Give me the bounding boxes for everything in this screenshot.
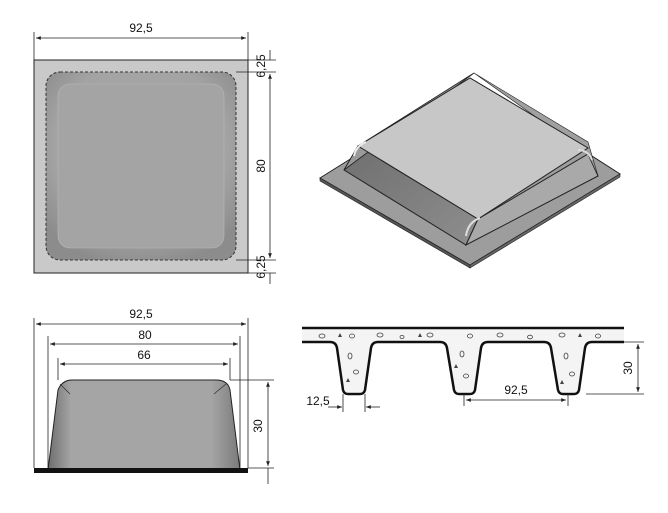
isometric-view [319, 72, 621, 269]
front-top-label: 66 [137, 348, 151, 362]
top-margin-top-label: 6,25 [254, 54, 268, 78]
section-spacing-label: 92,5 [504, 383, 528, 397]
front-height-label: 30 [251, 419, 265, 433]
top-inner-label: 80 [254, 159, 268, 173]
section-height-label: 30 [621, 361, 635, 375]
section-rib-label: 12,5 [306, 394, 330, 408]
top-margin-bottom-label: 6,25 [254, 255, 268, 279]
front-base-label: 92,5 [129, 307, 153, 321]
front-view: 92,5 80 66 30 [33, 307, 274, 484]
front-mid-label: 80 [138, 328, 152, 342]
top-view: 92,5 6,25 80 6,25 [33, 21, 276, 284]
section-view: 12,5 92,5 30 [302, 326, 644, 412]
top-width-label: 92,5 [129, 21, 153, 35]
